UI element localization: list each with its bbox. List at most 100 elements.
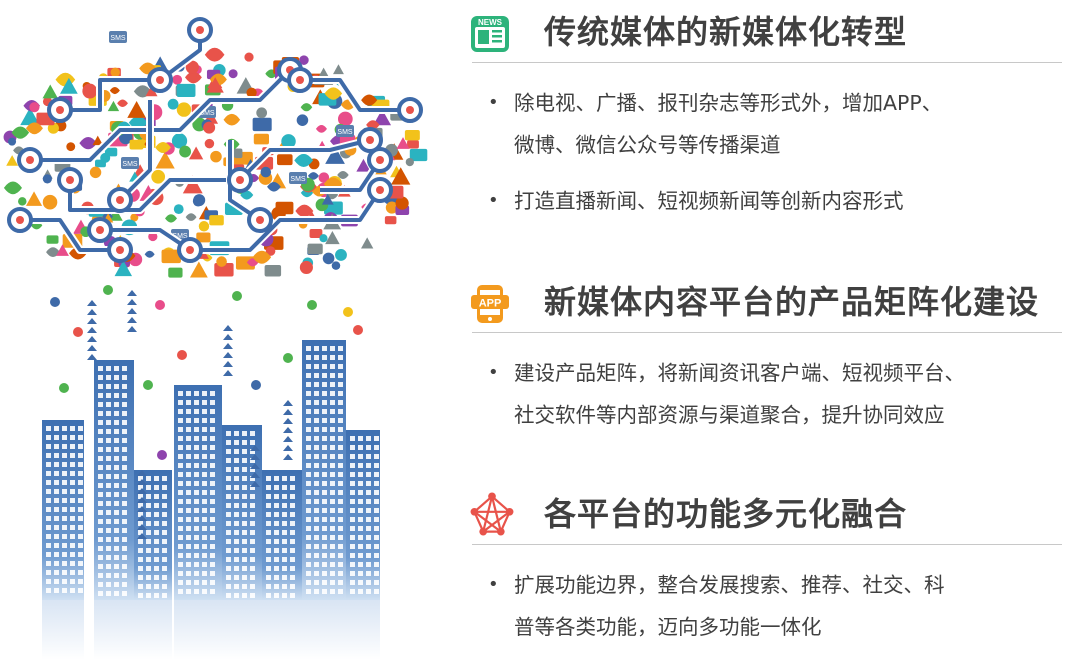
cloud-glyph-icon: [203, 121, 216, 134]
cloud-glyph-icon: [204, 138, 215, 149]
cloud-glyph-icon: [145, 85, 158, 97]
cloud-glyph-icon: [196, 232, 211, 243]
circuit-line: [300, 78, 410, 112]
cloud-glyph-icon: [46, 235, 59, 244]
floating-glyph-icon: [157, 450, 167, 460]
cloud-glyph-icon: [204, 47, 225, 62]
divider: [472, 62, 1062, 63]
cloud-glyph-icon: [246, 87, 257, 98]
cloud-glyph-icon: [25, 122, 43, 135]
floating-glyph-icon: [103, 285, 113, 295]
section-product-matrix: APP 新媒体内容平台的产品矩阵化建设 •建设产品矩阵，将新闻资讯客户端、短视频…: [470, 278, 1062, 427]
cloud-glyph-icon: [253, 133, 270, 145]
cloud-glyph-icon: [325, 146, 345, 164]
cloud-glyph-icon: [46, 247, 60, 257]
cloud-glyph-icon: [385, 201, 398, 214]
cloud-glyph-icon: [110, 67, 120, 77]
bullet-dot: •: [488, 92, 499, 113]
cloud-glyph-icon: [8, 137, 17, 146]
news-icon-label: NEWS: [478, 18, 503, 27]
floating-glyph-icon: [353, 325, 363, 335]
cloud-glyph-icon: [267, 181, 281, 192]
cloud-glyph-icon: [300, 103, 313, 112]
building: [262, 470, 302, 600]
cloud-glyph-icon: [151, 169, 166, 184]
building: [134, 470, 172, 600]
cloud-glyph-icon: [296, 114, 309, 126]
cloud-glyph-icon: [294, 153, 314, 167]
cloud-glyph-icon: [114, 260, 133, 277]
cloud-glyph-icon: [129, 139, 144, 150]
cloud-glyph-icon: [130, 213, 139, 222]
floating-glyph-icon: [307, 300, 317, 310]
cloud-glyph-icon: [264, 264, 282, 277]
cloud-glyph-icon: [82, 83, 98, 99]
cloud-glyph-icon: [184, 71, 202, 84]
building-reflection: [346, 600, 380, 660]
upload-arrows-icon: [283, 400, 293, 460]
bullet-item: •打造直播新闻、短视频新闻等创新内容形式: [486, 180, 942, 222]
app-icon-label: APP: [479, 298, 502, 310]
cloud-glyph-icon: [252, 250, 272, 264]
cloud-glyph-icon: [299, 260, 313, 274]
circuit-network: [7, 17, 423, 263]
floating-glyph-icon: [343, 307, 353, 317]
bullet-list: •扩展功能边界，整合发展搜索、推荐、社交、科普等各类功能，迈向多功能一体化: [486, 564, 945, 662]
section-function-fusion: 各平台的功能多元化融合 •扩展功能边界，整合发展搜索、推荐、社交、科普等各类功能…: [470, 490, 1062, 639]
cloud-glyph-icon: [167, 98, 179, 110]
bullet-line: 普等各类功能，迈向多功能一体化: [514, 615, 822, 639]
cloud-glyph-icon: [109, 87, 120, 95]
bullet-line: 打造直播新闻、短视频新闻等创新内容形式: [514, 189, 904, 213]
cloud-glyph-icon: [161, 249, 181, 264]
circuit-line: [68, 138, 371, 212]
cloud-glyph-icon: [60, 77, 78, 94]
cloud-glyph-icon: [155, 151, 175, 169]
svg-text:SMS: SMS: [199, 110, 215, 117]
cloud-glyph-icon: [240, 190, 254, 200]
building-reflection: [42, 600, 84, 660]
cloud-glyph-icon: [3, 181, 23, 195]
building: [302, 340, 346, 600]
cloud-glyph-icon: [6, 155, 19, 166]
cloud-glyph-icon: [405, 157, 414, 167]
cloud-glyph-icon: [277, 154, 293, 166]
floating-glyph-icon: [251, 380, 261, 390]
cloud-glyph-icon: [47, 122, 59, 134]
bullet-line: 扩展功能边界，整合发展搜索、推荐、社交、科: [514, 573, 945, 597]
cloud-glyph-icon: [176, 83, 196, 98]
bullet-line: 社交软件等内部资源与渠道聚合，提升协同效应: [514, 403, 945, 427]
divider: [472, 332, 1062, 333]
circuit-line: [118, 100, 152, 202]
cloud-glyph-icon: [356, 158, 371, 172]
building-reflection: [262, 600, 302, 660]
cloud-glyph-icon: [244, 52, 254, 62]
cloud-glyph-icon: [265, 246, 276, 256]
cloud-glyph-icon: [189, 261, 208, 278]
floating-glyph-icon: [155, 300, 165, 310]
cloud-glyph-icon: [168, 267, 183, 278]
upload-arrows-icon: [250, 445, 260, 487]
bullet-list: •除电视、广播、报刊杂志等形式外，增加APP、微博、微信公众号等传播渠道 •打造…: [486, 82, 942, 236]
cloud-glyph-icon: [275, 201, 294, 215]
cloud-glyph-icon: [252, 117, 272, 132]
upload-arrows-icon: [87, 300, 97, 360]
cloud-glyph-icon: [321, 193, 334, 205]
building-reflection: [94, 600, 134, 660]
building: [42, 420, 84, 600]
cloud-glyph-icon: [42, 174, 52, 184]
cloud-glyph-icon: [42, 84, 58, 99]
floating-glyph-icon: [59, 383, 69, 393]
circuit-line: [30, 68, 292, 162]
circuit-line: [20, 218, 120, 252]
cloud-glyph-icon: [56, 244, 69, 256]
floating-glyph-icon: [50, 297, 60, 307]
cloud-glyph-icon: [214, 263, 234, 277]
cloud-glyph-icon: [295, 204, 314, 218]
cloud-glyph-icon: [11, 126, 30, 139]
cloud-glyph-icon: [361, 237, 374, 249]
bullet-item: •扩展功能边界，整合发展搜索、推荐、社交、科普等各类功能，迈向多功能一体化: [486, 564, 945, 648]
network-icon: [470, 492, 514, 536]
building-reflection: [134, 600, 172, 660]
